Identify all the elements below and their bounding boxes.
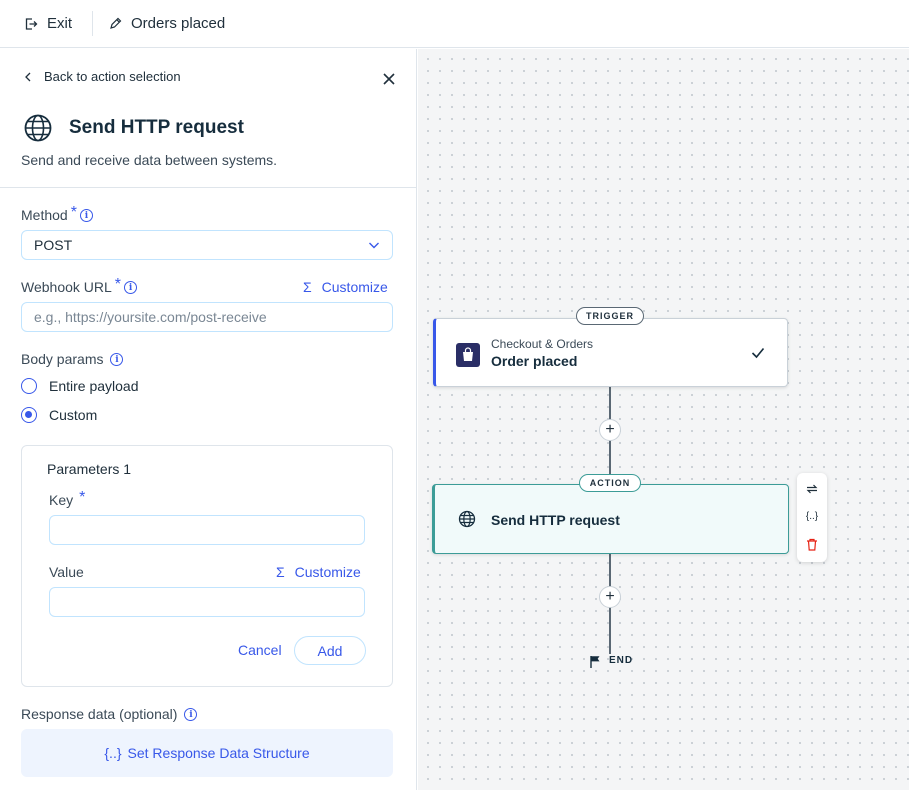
trigger-title: Order placed bbox=[491, 353, 578, 369]
chevron-down-icon bbox=[369, 242, 379, 249]
cancel-button[interactable]: Cancel bbox=[238, 642, 282, 658]
panel-title: Send HTTP request bbox=[69, 117, 244, 138]
add-step-button[interactable]: + bbox=[599, 419, 621, 441]
info-icon[interactable]: i bbox=[79, 209, 93, 222]
trash-icon bbox=[807, 538, 817, 551]
connector-line bbox=[609, 387, 611, 531]
shopping-bag-icon bbox=[456, 343, 480, 367]
swap-icon bbox=[806, 484, 818, 494]
exit-icon bbox=[25, 17, 38, 30]
automation-title: Orders placed bbox=[131, 15, 226, 32]
webhook-url-input[interactable]: e.g., https://yoursite.com/post-receive bbox=[21, 302, 393, 332]
radio-custom[interactable]: Custom bbox=[21, 407, 97, 423]
chevron-left-icon bbox=[25, 72, 31, 81]
automation-title-button[interactable]: Orders placed bbox=[109, 15, 225, 32]
set-response-label: Set Response Data Structure bbox=[127, 745, 310, 761]
value-customize-button[interactable]: Σ Customize bbox=[276, 564, 361, 580]
trigger-node[interactable]: Checkout & Orders Order placed bbox=[433, 318, 788, 387]
radio-label: Custom bbox=[49, 407, 98, 423]
flag-icon bbox=[590, 656, 600, 668]
method-label-row: Method * i bbox=[21, 204, 93, 223]
value-label: Value bbox=[49, 564, 84, 580]
webhook-url-placeholder: e.g., https://yoursite.com/post-receive bbox=[34, 309, 267, 325]
info-icon[interactable]: i bbox=[184, 708, 198, 721]
body-params-label: Body params bbox=[21, 351, 104, 367]
value-label-row: Value bbox=[49, 564, 84, 580]
close-icon[interactable] bbox=[380, 70, 398, 88]
radio-entire-payload[interactable]: Entire payload bbox=[21, 378, 139, 394]
webhook-label: Webhook URL bbox=[21, 279, 112, 295]
info-icon[interactable]: i bbox=[124, 281, 138, 294]
response-label: Response data (optional) bbox=[21, 706, 178, 722]
action-pill: ACTION bbox=[579, 474, 641, 492]
trigger-subtitle: Checkout & Orders bbox=[491, 337, 594, 351]
radio-button-checked[interactable] bbox=[21, 407, 37, 423]
method-select[interactable]: POST bbox=[21, 230, 393, 260]
workflow-canvas[interactable]: Checkout & Orders Order placed TRIGGER +… bbox=[418, 49, 909, 790]
key-label-row: Key * bbox=[49, 489, 86, 509]
required-asterisk: * bbox=[114, 276, 122, 293]
method-value: POST bbox=[34, 237, 73, 253]
add-button[interactable]: Add bbox=[294, 636, 366, 665]
globe-icon bbox=[458, 510, 476, 528]
webhook-customize-button[interactable]: Σ Customize bbox=[303, 279, 388, 295]
response-label-row: Response data (optional) i bbox=[21, 706, 198, 722]
back-to-action-selection[interactable]: Back to action selection bbox=[24, 69, 181, 84]
parameters-card: Parameters 1 Key * Value Σ Customize Can… bbox=[21, 445, 393, 687]
action-title: Send HTTP request bbox=[491, 512, 620, 528]
top-bar: Exit Orders placed bbox=[0, 0, 909, 48]
globe-icon bbox=[24, 114, 52, 142]
exit-button[interactable]: Exit bbox=[24, 15, 72, 32]
key-label: Key bbox=[49, 492, 74, 508]
customize-label: Customize bbox=[294, 564, 361, 580]
curly-braces-icon[interactable]: {..} bbox=[805, 510, 819, 522]
sigma-icon: Σ bbox=[276, 564, 285, 580]
body-params-label-row: Body params i bbox=[21, 351, 124, 367]
radio-button[interactable] bbox=[21, 378, 37, 394]
back-label: Back to action selection bbox=[44, 69, 181, 84]
delete-button[interactable] bbox=[804, 536, 820, 552]
end-label: END bbox=[609, 655, 634, 666]
key-input[interactable] bbox=[49, 515, 365, 545]
panel-subtitle: Send and receive data between systems. bbox=[21, 152, 278, 168]
panel-divider bbox=[0, 187, 416, 188]
action-settings-panel: Back to action selection Send HTTP reque… bbox=[0, 49, 417, 790]
checkmark-icon bbox=[751, 347, 765, 359]
required-asterisk: * bbox=[79, 489, 86, 506]
info-icon[interactable]: i bbox=[110, 353, 124, 366]
curly-braces-icon: {..} bbox=[104, 745, 122, 761]
node-toolbar: {..} bbox=[797, 473, 827, 562]
exit-label: Exit bbox=[47, 15, 73, 32]
replace-button[interactable] bbox=[804, 481, 820, 497]
value-input[interactable] bbox=[49, 587, 365, 617]
pencil-icon bbox=[110, 17, 122, 29]
sigma-icon: Σ bbox=[303, 279, 312, 295]
set-response-data-button[interactable]: {..} Set Response Data Structure bbox=[21, 729, 393, 777]
required-asterisk: * bbox=[70, 204, 77, 221]
topbar-divider bbox=[92, 11, 94, 36]
add-step-button[interactable]: + bbox=[599, 586, 621, 608]
customize-label: Customize bbox=[321, 279, 388, 295]
radio-label: Entire payload bbox=[49, 378, 139, 394]
parameters-title: Parameters 1 bbox=[47, 461, 132, 477]
trigger-pill: TRIGGER bbox=[576, 307, 644, 325]
method-label: Method bbox=[21, 207, 68, 223]
webhook-label-row: Webhook URL * i bbox=[21, 276, 138, 295]
action-node[interactable]: Send HTTP request bbox=[432, 484, 789, 554]
